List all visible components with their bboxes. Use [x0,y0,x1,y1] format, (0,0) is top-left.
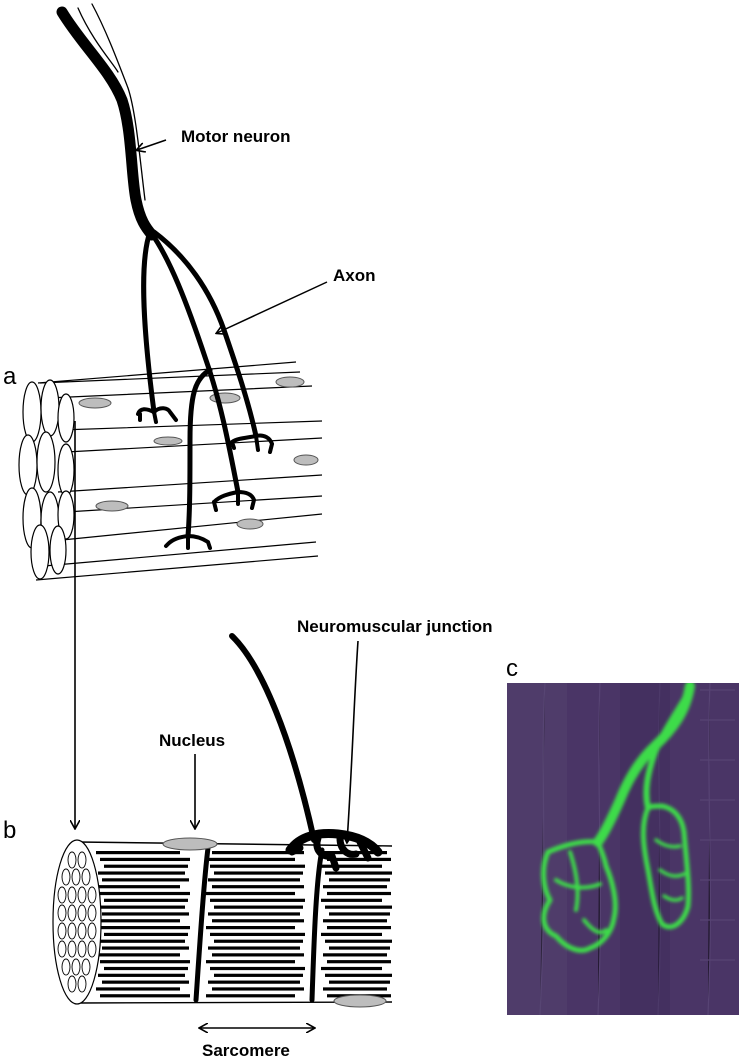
myofibril-bar [104,898,188,902]
myofibril-bar [100,857,190,862]
myofibril-bar [208,912,300,916]
nucleus [95,500,129,512]
z-lines [193,845,325,1003]
myofibril-bar [323,919,387,923]
myofibril-bar [100,926,190,930]
myofibril-bar [206,891,295,896]
fiber-nuclei [78,376,319,530]
myofibril-bar [325,973,392,977]
myofibril-bar [208,878,300,882]
myofibril-bar [210,898,305,902]
myofibril-bar [206,994,295,998]
panel-a: a [3,3,376,828]
panel-label-c: c [506,655,518,682]
axon-pointer [217,281,328,333]
myofibril-bar [323,953,387,957]
myofibril-bar [98,905,185,909]
myofibril-bar [102,878,189,882]
myofibril-bar [212,953,304,957]
myofibril-bar [208,980,300,984]
myofibril-bar [214,905,303,909]
myofibril-bar [96,851,180,855]
nucleus-label: Nucleus [159,731,225,750]
nucleus [153,436,183,446]
myofibril-bar [329,912,390,916]
myofibril-bar [325,939,392,943]
myofibril-bar [96,987,180,991]
myofibril-bar [96,919,180,923]
fluorescence-micrograph [507,683,739,1015]
panel-label-a: a [3,363,17,390]
myofibril-bar [98,871,185,875]
myofibrils [96,851,392,998]
nucleus [275,376,305,388]
neuromuscular-junction [229,633,383,872]
fiber-cross-section [52,839,102,1005]
myofibril-bar [329,878,390,882]
myofibril-bar [214,871,303,875]
nucleus [236,518,264,530]
myofibril-bar [329,980,390,984]
myofibril-bar [102,946,189,950]
myofibril-bar [329,946,390,950]
myofibril-bar [212,885,304,889]
myofibril-bar [206,960,295,964]
myofibril-bar [212,987,304,991]
myofibril-bar [212,919,304,923]
myofibril-bar [208,946,300,950]
myofibril-bar [206,926,295,930]
panel-c: c [506,655,739,1015]
myofibril-bar [327,857,391,862]
nucleus [293,454,319,466]
myofibril-bar [100,960,190,964]
stained-nerve-terminal [541,683,695,953]
myofibril-bar [323,987,387,991]
nucleus-bottom [333,994,387,1008]
nucleus-top [162,837,218,851]
myofibril-bar [214,973,303,977]
nmj-pointer [347,640,359,842]
myofibril-bar [98,939,185,943]
myofibril-bar [104,932,188,937]
myofibril-bar [327,960,391,964]
muscle-fascicle [18,361,323,581]
myofibril-bar [325,871,392,875]
motor-neuron [56,3,259,539]
axon-label: Axon [333,266,376,285]
myofibril-bar [325,905,392,909]
myofibril-bar [104,966,188,971]
myofibril-bar [214,939,303,943]
myofibril-bar [210,864,305,868]
myofibril-bar [321,898,382,902]
myofibril-bar [102,980,189,984]
myofibril-bar [327,891,391,896]
myofibril-bar [210,932,305,937]
nmj-label: Neuromuscular junction [297,617,493,636]
myofibril-bar [212,851,304,855]
myofibril-bar [206,857,295,862]
myofibril-bar [323,885,387,889]
myofibril-bar [100,994,190,998]
myofibril-bar [327,926,391,930]
myofibril-bar [96,885,180,889]
motor-neuron-label: Motor neuron [181,127,291,146]
myofibril-bar [321,864,382,868]
myofibril-bar [321,932,382,937]
myofibril-bar [104,864,188,868]
motor-neuron-pointer [137,139,167,150]
sarcomere-label: Sarcomere [202,1041,290,1059]
myofibril-bar [100,891,190,896]
myofibril-bar [102,912,189,916]
nucleus [78,397,112,409]
axon-terminals [136,406,274,550]
myofibril-bar [210,966,305,971]
myofibril-bar [321,966,382,971]
myofibril-bar [98,973,185,977]
panel-b: b [3,617,493,1059]
panel-label-b: b [3,817,16,844]
myofibril-bar [96,953,180,957]
